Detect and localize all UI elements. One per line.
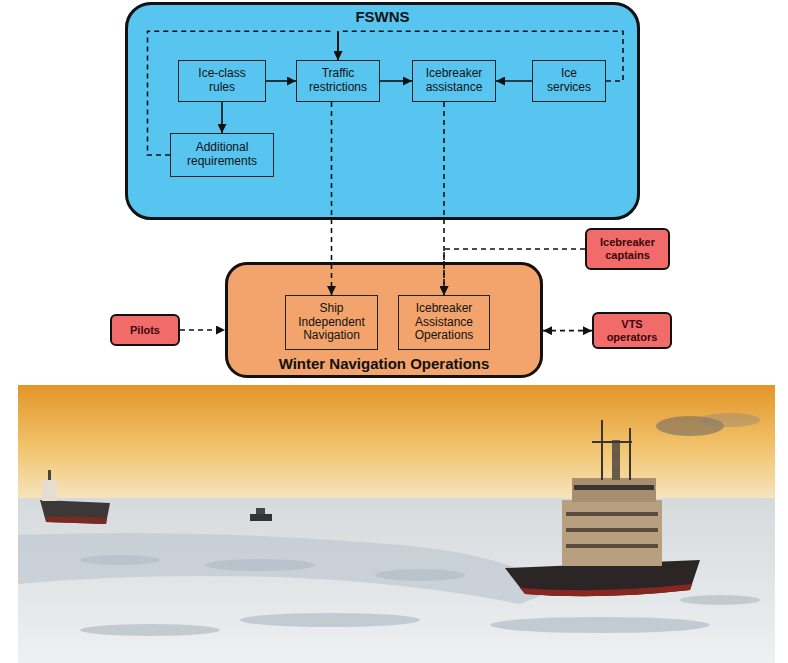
connector <box>266 80 296 82</box>
process-box: Icebreaker Assistance Operations <box>398 295 490 350</box>
icebreaker-ship <box>505 420 700 596</box>
box-label: Additional requirements <box>179 141 265 169</box>
actor-box: Icebreaker captains <box>585 228 670 270</box>
actor-label: Pilots <box>118 324 172 337</box>
box-label: Icebreaker Assistance Operations <box>407 302 481 343</box>
box-label: Ice-class rules <box>187 67 257 95</box>
process-box: Additional requirements <box>170 133 274 177</box>
connector <box>496 80 532 82</box>
connector <box>180 329 225 331</box>
box-label: Icebreaker assistance <box>421 67 487 95</box>
group-panel: Winter Navigation Operations Ship Indepen… <box>225 262 543 378</box>
process-box: Ice-class rules <box>178 60 266 102</box>
ice-channel <box>18 533 560 604</box>
group-panel: FSWNS Ice-class rules Traffic restrictions… <box>125 2 640 220</box>
actor-label: VTS operators <box>600 318 664 343</box>
sky <box>18 385 775 500</box>
panel-title: Winter Navigation Operations <box>279 355 490 372</box>
connector <box>443 102 445 295</box>
sea-ice <box>18 498 775 663</box>
process-box: Traffic restrictions <box>296 60 380 102</box>
smoke <box>700 413 760 427</box>
process-box: Ice services <box>532 60 606 102</box>
tug-boat <box>250 508 272 521</box>
process-box: Ship Independent Navigation <box>285 295 378 350</box>
ice-rubble <box>80 555 760 636</box>
connector <box>221 102 223 133</box>
tanker-ship <box>40 470 110 524</box>
box-label: Ship Independent Navigation <box>294 302 369 343</box>
panel-fill <box>125 2 640 220</box>
process-box: Icebreaker assistance <box>412 60 496 102</box>
connector <box>543 330 592 332</box>
actor-box: Pilots <box>110 314 180 346</box>
actor-box: VTS operators <box>592 312 672 349</box>
panel-fill <box>225 262 543 378</box>
box-label: Traffic restrictions <box>305 67 371 95</box>
box-label: Ice services <box>541 67 597 95</box>
connector <box>331 102 333 295</box>
panel-title: FSWNS <box>355 8 409 25</box>
connector <box>444 249 585 295</box>
actor-label: Icebreaker captains <box>593 236 662 261</box>
connector <box>380 80 412 82</box>
